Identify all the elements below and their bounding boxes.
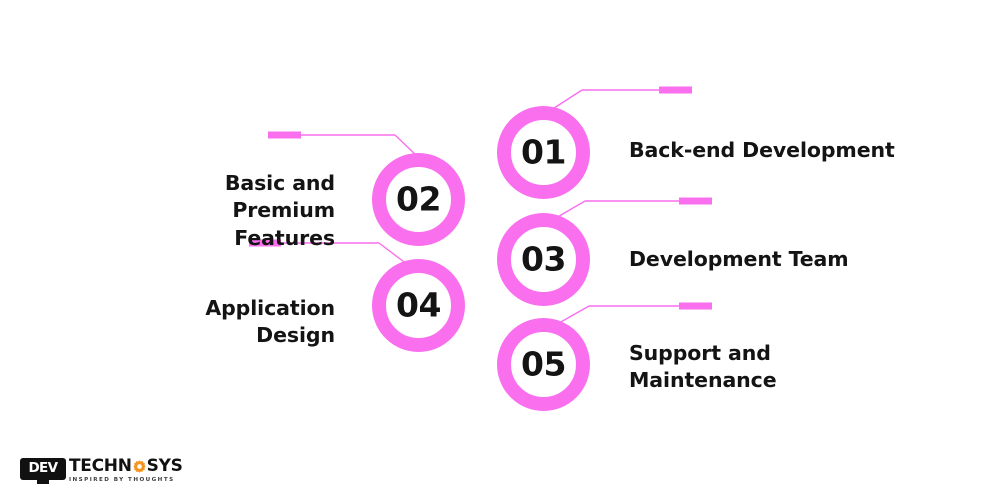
step-label-02: Basic and Premium Features: [224, 171, 335, 250]
step-number: 01: [521, 132, 566, 172]
logo-tagline: INSPIRED BY THOUGHTS: [69, 477, 175, 483]
step-number: 05: [521, 344, 566, 384]
connector-01: [547, 86, 692, 113]
step-label-03: Development Team: [629, 247, 849, 271]
logo-name-part2: SYS: [146, 456, 183, 476]
connector-dash: [679, 302, 712, 310]
logo-wordmark: TECHN SYS INSPIRED BY THOUGHTS: [69, 458, 183, 484]
step-label-05: Support and Maintenance: [629, 341, 777, 393]
monitor-icon: DEV: [20, 458, 66, 484]
connector-dash: [249, 239, 281, 247]
connector-03: [548, 197, 712, 223]
connector-05: [551, 302, 712, 328]
step-circle-02[interactable]: 02: [372, 153, 465, 246]
logo-name-part1: TECHN: [69, 456, 132, 476]
step-circle-03[interactable]: 03: [497, 213, 590, 306]
logo-dev-text: DEV: [28, 460, 58, 477]
step-number: 04: [396, 285, 441, 325]
logo-company-name: TECHN SYS: [69, 458, 183, 475]
step-label-01: Back-end Development: [629, 138, 895, 162]
connector-dash: [659, 86, 692, 94]
connector-dash: [268, 131, 301, 139]
connector-02: [268, 131, 421, 160]
connector-dash: [679, 197, 712, 205]
step-circle-05[interactable]: 05: [497, 318, 590, 411]
monitor-stand: [37, 480, 49, 484]
gear-icon: [133, 460, 146, 473]
step-circle-04[interactable]: 04: [372, 259, 465, 352]
monitor-screen: DEV: [20, 458, 66, 480]
step-label-04: Application Design: [205, 296, 335, 348]
step-number: 03: [521, 239, 566, 279]
step-number: 02: [396, 179, 441, 219]
devtechnosys-logo[interactable]: DEV TECHN SYS INSPIRED BY THOUGHTS: [20, 458, 183, 484]
step-circle-01[interactable]: 01: [497, 106, 590, 199]
